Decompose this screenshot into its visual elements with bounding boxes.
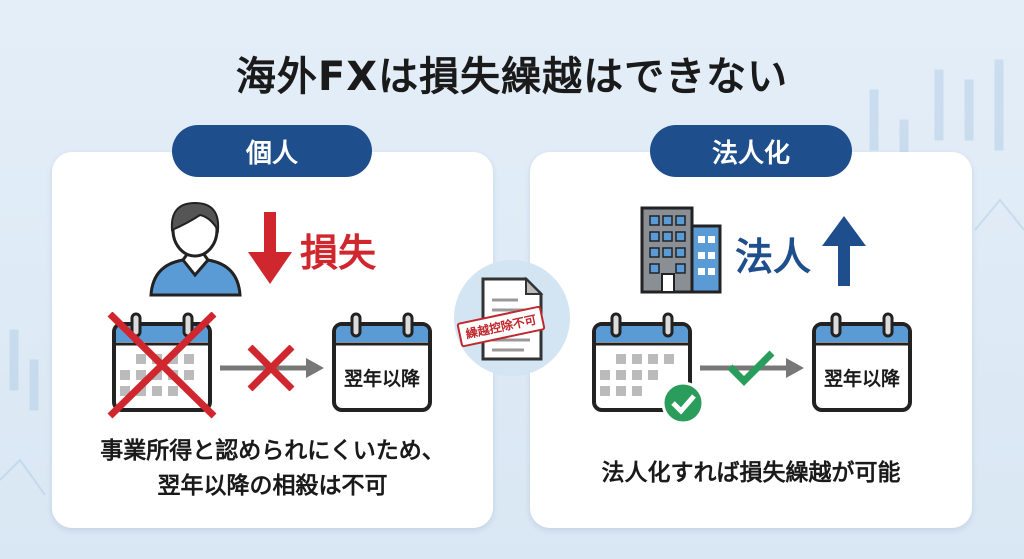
up-arrow-icon [822, 216, 866, 286]
corporation-badge: 法人化 [650, 125, 852, 177]
individual-caption: 事業所得と認められにくいため、 翌年以降の相殺は不可 [52, 434, 493, 504]
individual-badge: 個人 [172, 125, 372, 177]
next-year-calendar-icon [332, 312, 432, 412]
page-title: 海外FXは損失繰越はできない [235, 54, 789, 100]
next-year-label: 翌年以降 [823, 368, 900, 390]
corporation-label: 法人 [735, 235, 812, 279]
allowed-arrow-icon [700, 350, 804, 386]
next-year-label: 翌年以降 [343, 368, 420, 390]
caption-line-1: 事業所得と認められにくいため、 [100, 438, 445, 464]
calendar-crossed-icon [107, 312, 217, 419]
blocked-arrow-icon [220, 345, 324, 391]
loss-label: 損失 [300, 231, 377, 275]
corporation-caption: 法人化すれば損失繰越が可能 [601, 460, 901, 486]
calendar-approved-icon [592, 312, 705, 425]
down-arrow-icon [248, 212, 292, 284]
caption-line-2: 翌年以降の相殺は不可 [157, 473, 388, 499]
next-year-calendar-icon [812, 312, 912, 412]
building-icon [640, 206, 722, 294]
person-icon [149, 201, 242, 297]
